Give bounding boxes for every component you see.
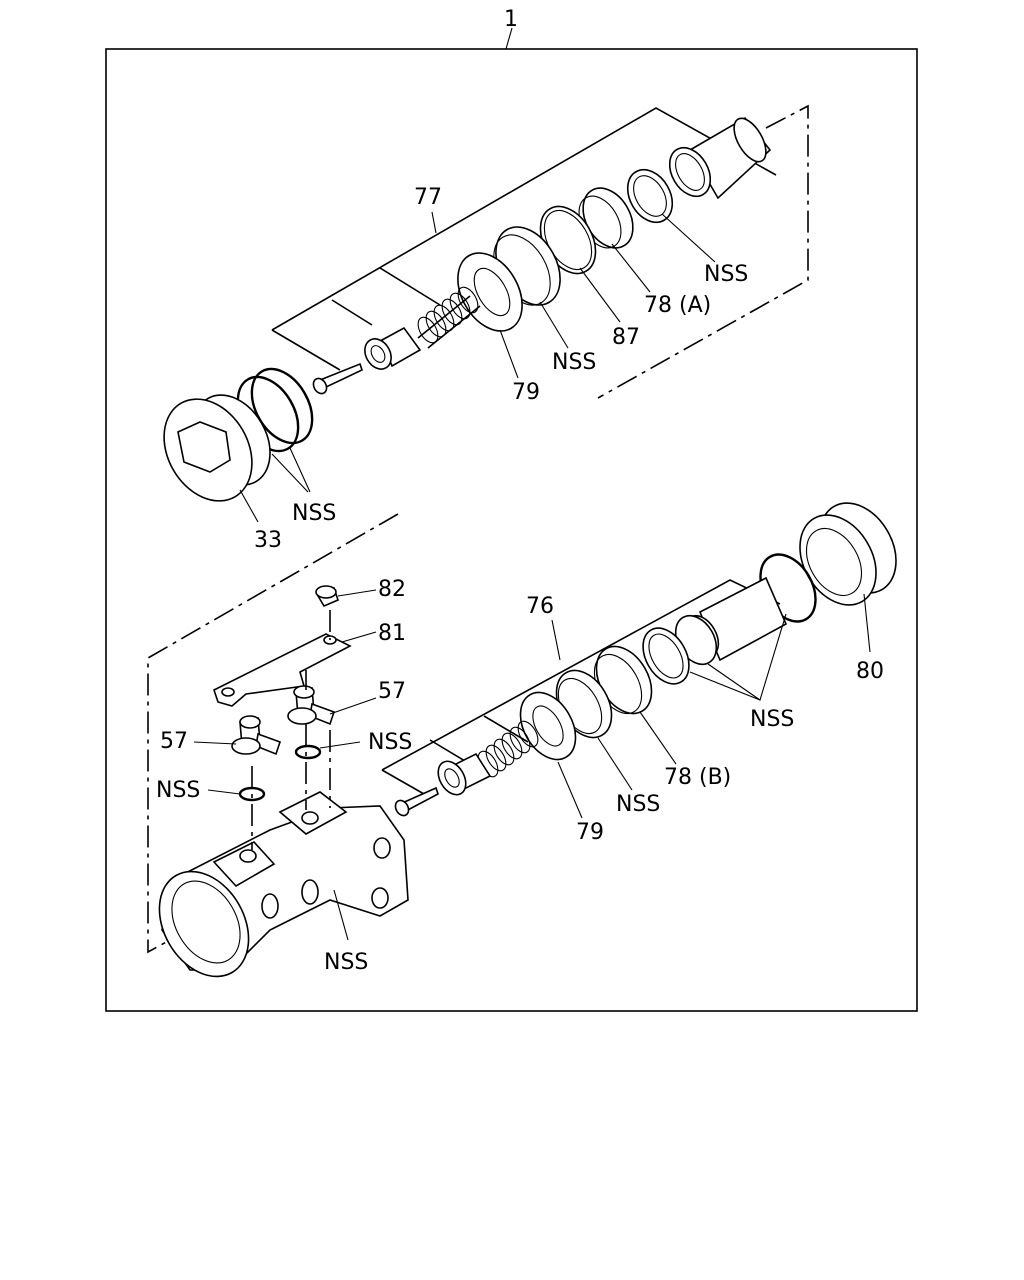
label-nss-oring-left: NSS [156,778,200,803]
label-nss-upper-right: NSS [704,262,748,287]
label-82: 82 [378,577,406,602]
upper-assembly [163,104,809,523]
label-78a: 78 (A) [644,293,711,318]
label-nss-housing: NSS [324,950,368,975]
label-nss-oring-right: NSS [368,730,412,755]
label-77: 77 [414,185,442,210]
label-76: 76 [526,594,554,619]
label-79-lower: 79 [576,820,604,845]
diagram-frame [105,48,918,1012]
label-nss-upper-mid: NSS [552,350,596,375]
label-nss-upper-left: NSS [292,501,336,526]
lower-assembly [147,502,897,978]
label-33: 33 [254,528,282,553]
label-87: 87 [612,325,640,350]
label-57-right: 57 [378,679,406,704]
label-nss-lower-right: NSS [750,707,794,732]
label-57-left: 57 [160,729,188,754]
label-80: 80 [856,659,884,684]
label-assembly-1: 1 [504,7,518,32]
label-78b: 78 (B) [664,765,731,790]
label-nss-lower-mid: NSS [616,792,660,817]
label-79-upper: 79 [512,380,540,405]
label-81: 81 [378,621,406,646]
